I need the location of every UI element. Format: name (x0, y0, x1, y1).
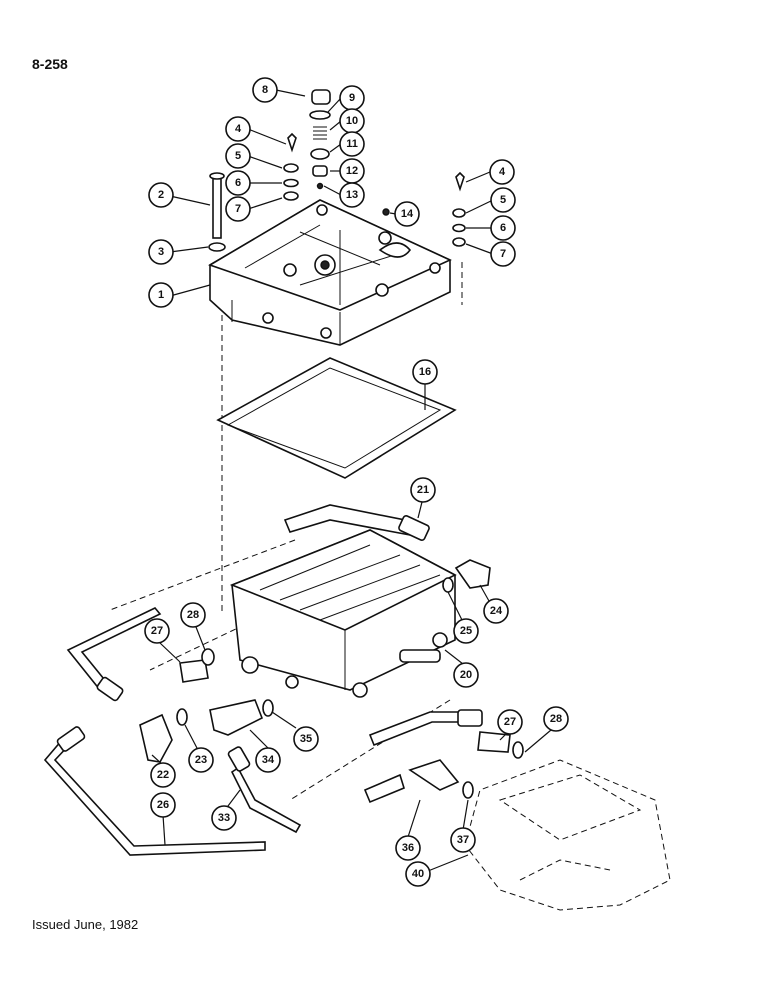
svg-text:4: 4 (235, 123, 242, 135)
svg-text:3: 3 (158, 246, 164, 258)
callout: 7 (225, 196, 251, 222)
svg-text:37: 37 (457, 834, 469, 846)
svg-text:11: 11 (346, 138, 358, 150)
callout: 10 (339, 108, 365, 134)
callout: 33 (211, 805, 237, 831)
callout: 35 (293, 726, 319, 752)
callout: 20 (453, 662, 479, 688)
svg-text:5: 5 (235, 150, 241, 162)
callout: 27 (144, 618, 170, 644)
svg-text:5: 5 (500, 194, 506, 206)
callout: 6 (225, 170, 251, 196)
svg-text:6: 6 (500, 222, 506, 234)
valve-cover-plate-icon (208, 199, 452, 346)
svg-text:36: 36 (402, 842, 414, 854)
callout: 27 (497, 709, 523, 735)
svg-text:2: 2 (158, 189, 164, 201)
svg-text:16: 16 (419, 366, 431, 378)
callout: 25 (453, 618, 479, 644)
svg-text:10: 10 (346, 115, 358, 127)
svg-text:35: 35 (300, 733, 312, 745)
page-number: 8-258 (32, 56, 68, 72)
callout: 22 (150, 762, 176, 788)
svg-text:33: 33 (218, 812, 230, 824)
svg-text:14: 14 (401, 208, 414, 220)
leader-lines (151, 89, 552, 872)
issued-date: Issued June, 1982 (32, 917, 139, 932)
svg-text:21: 21 (417, 484, 429, 496)
callout: 4 (489, 159, 515, 185)
control-valve-body-icon (229, 529, 457, 698)
callout: 40 (405, 861, 431, 887)
callout: 4 (225, 116, 251, 142)
callout: 36 (395, 835, 421, 861)
svg-text:20: 20 (460, 669, 472, 681)
callout: 26 (150, 792, 176, 818)
callout: 11 (339, 131, 365, 157)
svg-text:40: 40 (412, 868, 424, 880)
callout: 9 (339, 85, 365, 111)
callout: 13 (339, 182, 365, 208)
gasket-sheet-icon (216, 357, 457, 479)
svg-text:7: 7 (500, 248, 506, 260)
callout: 7 (490, 241, 516, 267)
callout: 37 (450, 827, 476, 853)
svg-text:27: 27 (151, 625, 163, 637)
svg-text:4: 4 (499, 166, 506, 178)
svg-text:25: 25 (460, 625, 472, 637)
svg-text:28: 28 (187, 609, 199, 621)
callout: 14 (394, 201, 420, 227)
callout: 2 (148, 182, 174, 208)
callout: 34 (255, 747, 281, 773)
svg-text:9: 9 (349, 92, 355, 104)
svg-text:1: 1 (158, 289, 164, 301)
svg-text:26: 26 (157, 799, 169, 811)
callout: 3 (148, 239, 174, 265)
svg-text:6: 6 (235, 177, 241, 189)
hydraulic-tube-icons (43, 504, 483, 856)
callout: 6 (490, 215, 516, 241)
upper-small-parts (208, 89, 466, 252)
svg-text:23: 23 (195, 754, 207, 766)
svg-text:13: 13 (346, 189, 358, 201)
svg-text:34: 34 (262, 754, 275, 766)
callout: 5 (490, 187, 516, 213)
callout: 28 (543, 706, 569, 732)
svg-text:22: 22 (157, 769, 169, 781)
callout: 5 (225, 143, 251, 169)
transmission-housing-icon (464, 759, 671, 911)
callout: 28 (180, 602, 206, 628)
callout: 16 (412, 359, 438, 385)
svg-text:7: 7 (235, 203, 241, 215)
callout: 23 (188, 747, 214, 773)
callout: 12 (339, 158, 365, 184)
callout: 24 (483, 598, 509, 624)
svg-text:24: 24 (490, 605, 503, 617)
callout: 1 (148, 282, 174, 308)
svg-text:28: 28 (550, 713, 562, 725)
callout: 8 (252, 77, 278, 103)
callout: 21 (410, 477, 436, 503)
elbow-fitting-icons (139, 559, 524, 804)
svg-text:12: 12 (346, 165, 358, 177)
svg-text:8: 8 (262, 84, 268, 96)
svg-text:27: 27 (504, 716, 516, 728)
